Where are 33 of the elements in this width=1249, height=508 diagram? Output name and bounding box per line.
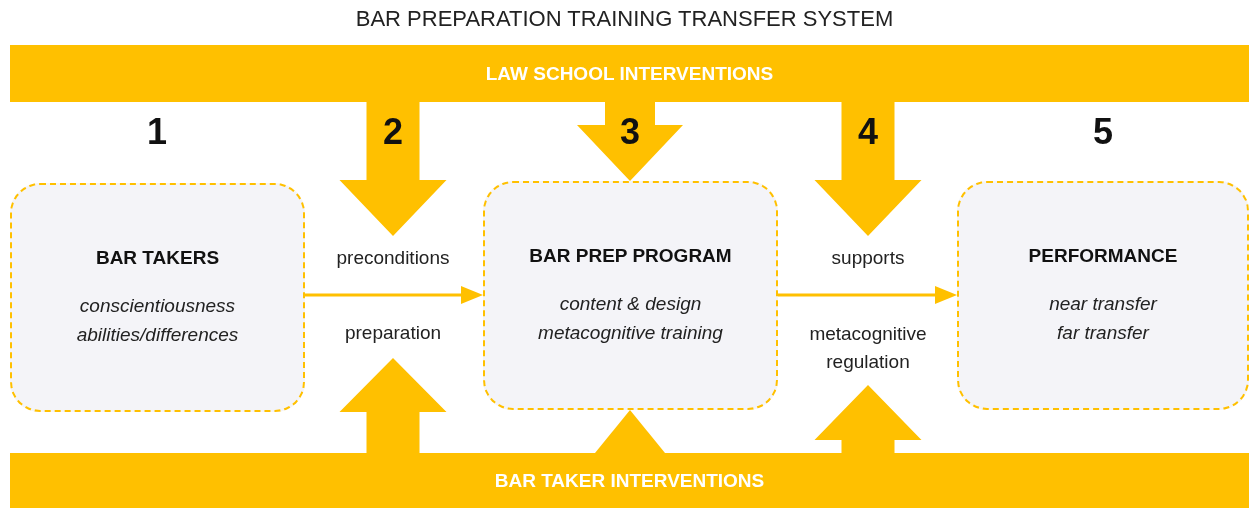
box-heading: BAR PREP PROGRAM	[529, 244, 732, 267]
box-item: far transfer	[1057, 320, 1149, 345]
box-item: abilities/differences	[76, 322, 239, 347]
arrow	[814, 385, 922, 453]
arrow	[814, 102, 922, 236]
annotation-text: metacognitive regulation	[808, 322, 928, 374]
band-title: LAW SCHOOL INTERVENTIONS	[485, 62, 774, 85]
box-item: conscientiousness	[79, 293, 236, 318]
arrow	[339, 358, 447, 453]
step-number: 2	[382, 118, 404, 146]
box-item: near transfer	[1049, 291, 1157, 316]
process-box	[10, 183, 305, 412]
box-item: metacognitive training	[538, 320, 723, 345]
annotation-text: preparation	[343, 321, 443, 345]
arrow	[595, 410, 665, 453]
banner-band	[10, 45, 1249, 102]
box-heading: PERFORMANCE	[1028, 244, 1178, 267]
step-number: 5	[1092, 118, 1114, 146]
arrow	[778, 286, 957, 304]
band-title: BAR TAKER INTERVENTIONS	[494, 469, 765, 492]
box-heading: BAR TAKERS	[95, 246, 220, 269]
step-number: 4	[857, 118, 879, 146]
arrow	[339, 102, 447, 236]
step-number: 1	[146, 118, 168, 146]
process-box	[483, 181, 778, 410]
arrow	[577, 102, 683, 181]
annotation-text: preconditions	[335, 246, 451, 270]
box-item: content & design	[559, 291, 702, 316]
annotation-text: supports	[830, 246, 906, 270]
title: BAR PREPARATION TRAINING TRANSFER SYSTEM	[354, 6, 895, 32]
step-number: 3	[619, 118, 641, 146]
process-box	[957, 181, 1249, 410]
arrow	[305, 286, 483, 304]
